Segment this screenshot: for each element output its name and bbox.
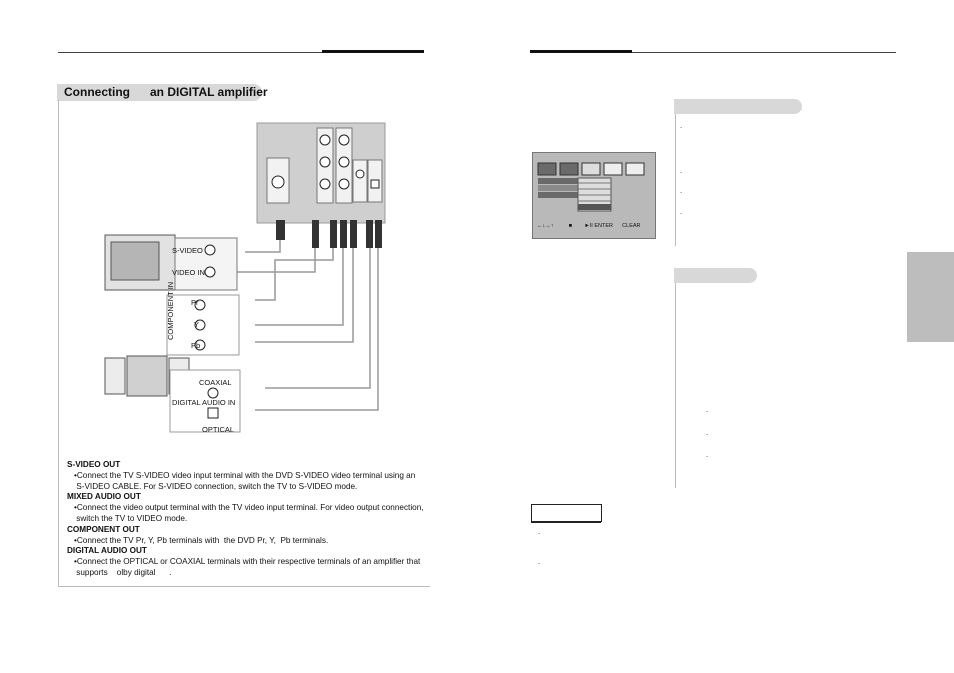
info-box-1-border bbox=[675, 114, 676, 246]
note-underline bbox=[531, 522, 601, 523]
tv-svideo-jack bbox=[204, 244, 216, 256]
amp-coaxial-jack bbox=[207, 387, 219, 399]
section-frame-left bbox=[58, 100, 59, 587]
jack bbox=[338, 134, 350, 146]
tv-svideo-label: S-VIDEO bbox=[172, 246, 203, 255]
jack bbox=[338, 156, 350, 168]
svideo-out-body: •Connect the TV S-VIDEO video input term… bbox=[74, 470, 416, 491]
right-top-rule bbox=[530, 52, 896, 53]
info-box-1-header bbox=[674, 99, 802, 114]
video-cable bbox=[235, 248, 316, 273]
setup-menu-screen: ←↓→↑ ■ ►II ENTER CLEAR bbox=[532, 152, 656, 239]
mixed-audio-out-heading: MIXED AUDIO OUT bbox=[67, 492, 141, 502]
pb-label: Pb bbox=[191, 341, 201, 350]
info-box-2-border bbox=[675, 283, 676, 488]
bullet-mark: ˙ bbox=[680, 171, 683, 181]
bullet-mark: ˙ bbox=[680, 126, 683, 136]
y-jack bbox=[194, 319, 206, 331]
svideo-out-heading: S-VIDEO OUT bbox=[67, 460, 121, 469]
tv-video-in-label: VIDEO IN bbox=[172, 268, 205, 277]
amp-input-panel bbox=[169, 369, 241, 433]
svideo-out-jack bbox=[271, 175, 285, 189]
connection-diagram bbox=[104, 122, 386, 433]
component-out-body: •Connect the TV Pr, Y, Pb terminals with… bbox=[74, 535, 329, 545]
component-out-heading: COMPONENT OUT bbox=[67, 524, 140, 534]
mixed-audio-out-body: •Connect the video output terminal with … bbox=[74, 503, 424, 523]
coaxial-out-jack bbox=[355, 169, 365, 179]
component-cable-pb bbox=[255, 248, 354, 343]
component-in-label: COMPONENT IN bbox=[166, 281, 175, 340]
bullet-mark: ˙ bbox=[706, 410, 709, 420]
info-box-2-header bbox=[674, 268, 757, 283]
bullet-mark: ˙ bbox=[538, 562, 541, 572]
digital-audio-out-heading: DIGITAL AUDIO OUT bbox=[67, 546, 147, 556]
left-top-rule bbox=[58, 52, 424, 53]
note-header-box bbox=[531, 504, 602, 522]
tv-screen bbox=[110, 241, 160, 281]
pr-label: Pr bbox=[191, 298, 199, 307]
pr-jack bbox=[194, 299, 206, 311]
bullet-mark: ˙ bbox=[538, 532, 541, 542]
digital-audio-out-body: •Connect the OPTICAL or COAXIAL terminal… bbox=[74, 557, 421, 577]
jack bbox=[319, 156, 331, 168]
chapter-side-tab bbox=[907, 252, 954, 342]
digital-audio-in-label: DIGITAL AUDIO IN bbox=[172, 398, 236, 407]
y-label: Y bbox=[194, 320, 200, 329]
coaxial-out-block bbox=[352, 159, 368, 203]
bullet-mark: ˙ bbox=[706, 433, 709, 443]
optical-cable bbox=[255, 248, 379, 411]
bullet-mark: ˙ bbox=[706, 455, 709, 465]
section-frame-bottom bbox=[58, 586, 430, 587]
amp-body bbox=[126, 355, 168, 397]
component-cable-pr bbox=[255, 248, 334, 301]
connection-descriptions: S-VIDEO OUT •Connect the TV S-VIDEO vide… bbox=[67, 460, 427, 579]
optical-label: OPTICAL bbox=[202, 425, 235, 434]
section-title: Connecting an DIGITAL amplifier bbox=[57, 84, 268, 101]
setup-menu-graphic bbox=[537, 162, 645, 212]
jack bbox=[319, 178, 331, 190]
pb-jack bbox=[194, 339, 206, 351]
screen-footer: ←↓→↑ ■ ►II ENTER CLEAR bbox=[537, 223, 641, 229]
coaxial-cable bbox=[265, 248, 371, 389]
tv-video-jack bbox=[204, 266, 216, 278]
jack bbox=[319, 134, 331, 146]
jack bbox=[338, 178, 350, 190]
amp-optical-jack bbox=[207, 407, 219, 419]
bullet-mark: ˙ bbox=[680, 191, 683, 201]
svideo-cable bbox=[245, 240, 281, 253]
component-cable-y bbox=[255, 248, 344, 326]
optical-out-jack bbox=[370, 179, 380, 189]
right-top-bar bbox=[530, 50, 632, 53]
left-top-bar bbox=[322, 50, 424, 53]
bullet-mark: ˙ bbox=[680, 212, 683, 222]
amp-left-speaker bbox=[104, 357, 126, 395]
coaxial-label: COAXIAL bbox=[199, 378, 232, 387]
